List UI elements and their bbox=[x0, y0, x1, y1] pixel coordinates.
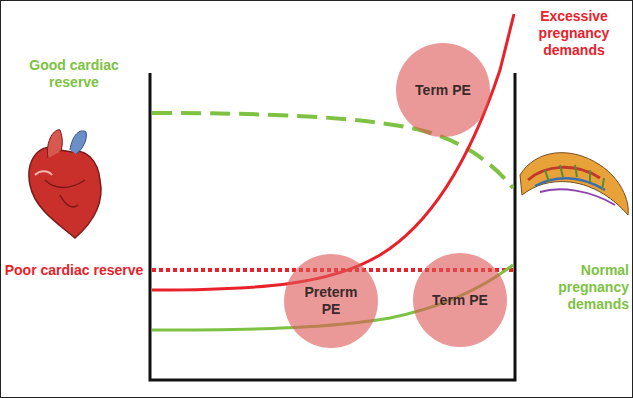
heart-illustration bbox=[29, 130, 101, 238]
normal-demands-label: Normal pregnancy demands bbox=[524, 262, 629, 313]
circle-label: Preterm PE bbox=[294, 284, 368, 318]
pe-circle: Preterm PE bbox=[284, 254, 378, 348]
poor-reserve-label: Poor cardiac reserve bbox=[4, 262, 144, 279]
excessive-demand-curve bbox=[152, 14, 514, 290]
placenta-illustration bbox=[520, 153, 628, 215]
pe-circle: Term PE bbox=[396, 43, 490, 137]
circle-label: Term PE bbox=[415, 82, 471, 99]
pe-circle: Term PE bbox=[413, 253, 507, 347]
excessive-demands-label: Excessive pregnancy demands bbox=[520, 8, 628, 59]
good-reserve-label: Good cardiac reserve bbox=[4, 57, 144, 91]
circle-label: Term PE bbox=[432, 292, 488, 309]
